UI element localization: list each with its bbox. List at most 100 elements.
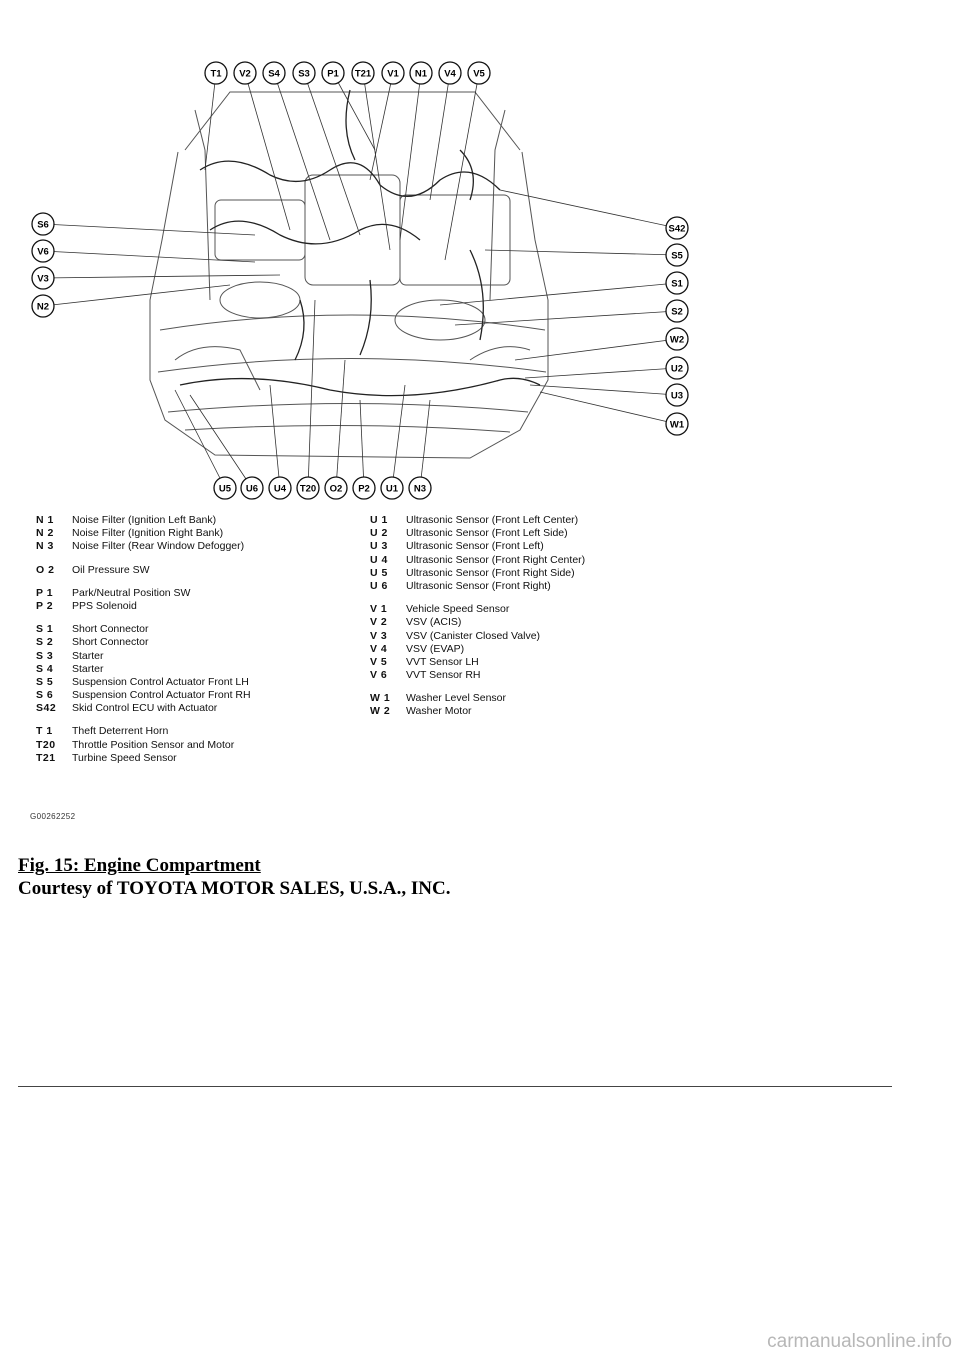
connector-callout-t21: T21 xyxy=(351,61,375,85)
connector-callout-n1: N1 xyxy=(409,61,433,85)
connector-label: S4 xyxy=(268,69,280,80)
leader-line-v3 xyxy=(42,274,281,279)
leader-line-w1 xyxy=(539,391,678,425)
legend-spacer xyxy=(36,613,251,623)
connector-label: W2 xyxy=(670,335,684,346)
legend-description: Starter xyxy=(72,662,104,675)
connector-label: P2 xyxy=(358,484,370,495)
connector-label: U4 xyxy=(274,484,287,495)
legend-row: V 3 VSV (Canister Closed Valve) xyxy=(370,630,585,643)
legend-row: U 1 Ultrasonic Sensor (Front Left Center) xyxy=(370,514,585,527)
legend-description: Ultrasonic Sensor (Front Right Center) xyxy=(406,553,586,566)
legend-row: S 5 Suspension Control Actuator Front LH xyxy=(36,676,251,689)
legend-description: Oil Pressure SW xyxy=(72,563,150,576)
legend-code: S 3 xyxy=(36,649,54,662)
legend-code: U 4 xyxy=(370,553,388,566)
legend-description: Suspension Control Actuator Front RH xyxy=(72,689,251,702)
connector-callout-p2: P2 xyxy=(352,476,376,500)
leader-line-t1 xyxy=(204,72,217,171)
connector-label: T21 xyxy=(355,69,372,80)
legend-description: Ultrasonic Sensor (Front Left Center) xyxy=(406,514,579,526)
legend-description: Suspension Control Actuator Front LH xyxy=(72,675,249,688)
legend-code: N 1 xyxy=(36,514,54,526)
leader-line-p1 xyxy=(332,72,376,151)
connector-callout-u6: U6 xyxy=(240,476,264,500)
connector-label: P1 xyxy=(327,69,339,80)
connector-callout-v5: V5 xyxy=(467,61,491,85)
leader-line-o2 xyxy=(335,359,346,489)
connector-label: S5 xyxy=(671,251,683,262)
leader-line-n1 xyxy=(399,72,422,241)
figure-caption-title: Fig. 15: Engine Compartment xyxy=(18,855,261,876)
figure-caption-courtesy: Courtesy of TOYOTA MOTOR SALES, U.S.A., … xyxy=(18,878,451,899)
legend-description: Noise Filter (Ignition Left Bank) xyxy=(72,514,217,526)
connector-label: U5 xyxy=(219,484,232,495)
leader-line-t20 xyxy=(307,299,316,489)
legend-description: Short Connector xyxy=(72,623,149,636)
connector-label: U6 xyxy=(246,484,258,495)
legend-code: N 2 xyxy=(36,527,54,540)
legend-spacer xyxy=(370,682,585,692)
leader-line-u3 xyxy=(529,384,678,396)
leader-line-s1 xyxy=(439,282,678,306)
legend-spacer xyxy=(36,554,251,564)
connector-label: V1 xyxy=(387,69,399,80)
footer-divider xyxy=(18,1086,892,1087)
legend-description: Noise Filter (Ignition Right Bank) xyxy=(72,527,224,540)
legend-code: V 3 xyxy=(370,629,388,642)
legend-code: P 2 xyxy=(36,599,54,612)
figure-code: G00262252 xyxy=(30,812,76,821)
leader-line-u6 xyxy=(189,394,253,489)
connector-label: S3 xyxy=(298,69,310,80)
connector-label: V2 xyxy=(239,69,251,80)
legend-spacer xyxy=(36,715,251,725)
leader-line-s3 xyxy=(303,72,361,236)
connector-callout-w2: W2 xyxy=(665,327,689,351)
legend-description: VVT Sensor RH xyxy=(406,669,481,682)
connector-label: N2 xyxy=(37,302,49,313)
legend-code: U 1 xyxy=(370,514,388,526)
leader-line-s2 xyxy=(454,310,678,326)
legend-code: S 5 xyxy=(36,675,54,688)
connector-callout-s1: S1 xyxy=(665,271,689,295)
connector-callout-u2: U2 xyxy=(665,356,689,380)
leader-line-n2 xyxy=(42,284,231,307)
legend-code: S 2 xyxy=(36,636,54,649)
legend-description: VSV (Canister Closed Valve) xyxy=(406,629,541,642)
connector-label: V6 xyxy=(37,247,49,258)
leader-line-s5 xyxy=(484,249,678,256)
leader-line-t21 xyxy=(362,72,391,251)
connector-label: T20 xyxy=(300,484,316,495)
leader-line-v4 xyxy=(429,72,451,201)
legend-description: Ultrasonic Sensor (Front Left) xyxy=(406,540,544,553)
legend-description: Washer Motor xyxy=(406,705,472,718)
site-watermark: carmanualsonline.info xyxy=(767,1331,952,1352)
connector-callout-n2: N2 xyxy=(31,294,55,318)
legend-description: Ultrasonic Sensor (Front Right Side) xyxy=(406,566,575,579)
legend-description: Park/Neutral Position SW xyxy=(72,586,191,599)
connector-label: S1 xyxy=(671,279,683,290)
leader-line-w2 xyxy=(514,338,678,361)
connector-label: W1 xyxy=(670,420,685,431)
leader-line-u2 xyxy=(524,367,678,379)
legend-row: N 1 Noise Filter (Ignition Left Bank) xyxy=(36,514,251,527)
legend-code: O 2 xyxy=(36,563,55,576)
legend-code: W 2 xyxy=(370,705,391,718)
connector-label: U3 xyxy=(671,391,683,402)
connector-label: S6 xyxy=(37,220,49,231)
legend-description: Starter xyxy=(72,649,104,662)
legend-description: Ultrasonic Sensor (Front Right) xyxy=(406,579,551,592)
